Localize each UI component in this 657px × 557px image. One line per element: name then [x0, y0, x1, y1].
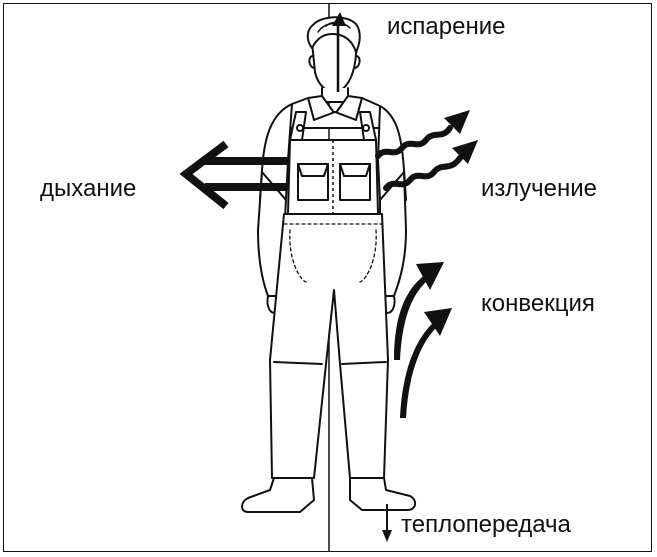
worker-figure — [241, 16, 416, 513]
label-breathing: дыхание — [40, 175, 137, 202]
conduction-arrow — [382, 504, 392, 542]
label-convection: конвекция — [481, 290, 595, 317]
label-radiation: излучение — [481, 175, 598, 202]
radiation-arrowheads — [444, 110, 478, 164]
label-evaporation: испарение — [387, 13, 506, 40]
evaporation-arrow — [332, 12, 346, 92]
radiation-arrows — [375, 125, 463, 191]
convection-arrows — [394, 262, 452, 418]
breathing-arrow — [179, 140, 288, 210]
label-conduction: теплопередача — [401, 511, 571, 538]
diagram-frame — [3, 3, 652, 552]
